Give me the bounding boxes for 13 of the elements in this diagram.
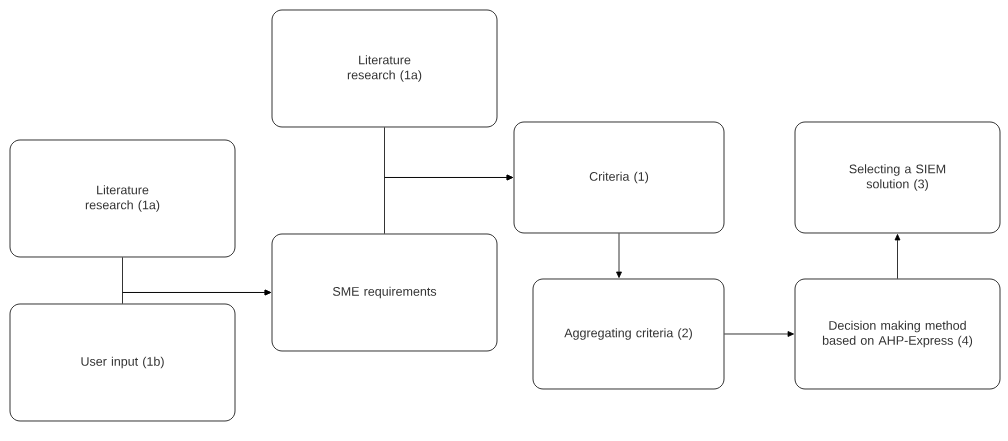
arrow bbox=[724, 331, 794, 337]
process-box: Literature research (1a) bbox=[9, 139, 236, 258]
process-box: User input (1b) bbox=[9, 303, 236, 422]
arrow bbox=[384, 174, 513, 234]
process-box: Literature research (1a) bbox=[271, 9, 498, 128]
process-box: Aggregating criteria (2) bbox=[532, 278, 725, 390]
process-box: SME requirements bbox=[271, 233, 498, 352]
arrow bbox=[894, 234, 901, 279]
process-box: Criteria (1) bbox=[513, 121, 725, 234]
process-box: Decision making method based on AHP-Express (4) bbox=[794, 278, 1001, 390]
arrow bbox=[616, 233, 622, 278]
arrow bbox=[122, 289, 271, 304]
process-box: Selecting a SIEM solution (3) bbox=[794, 121, 1001, 234]
